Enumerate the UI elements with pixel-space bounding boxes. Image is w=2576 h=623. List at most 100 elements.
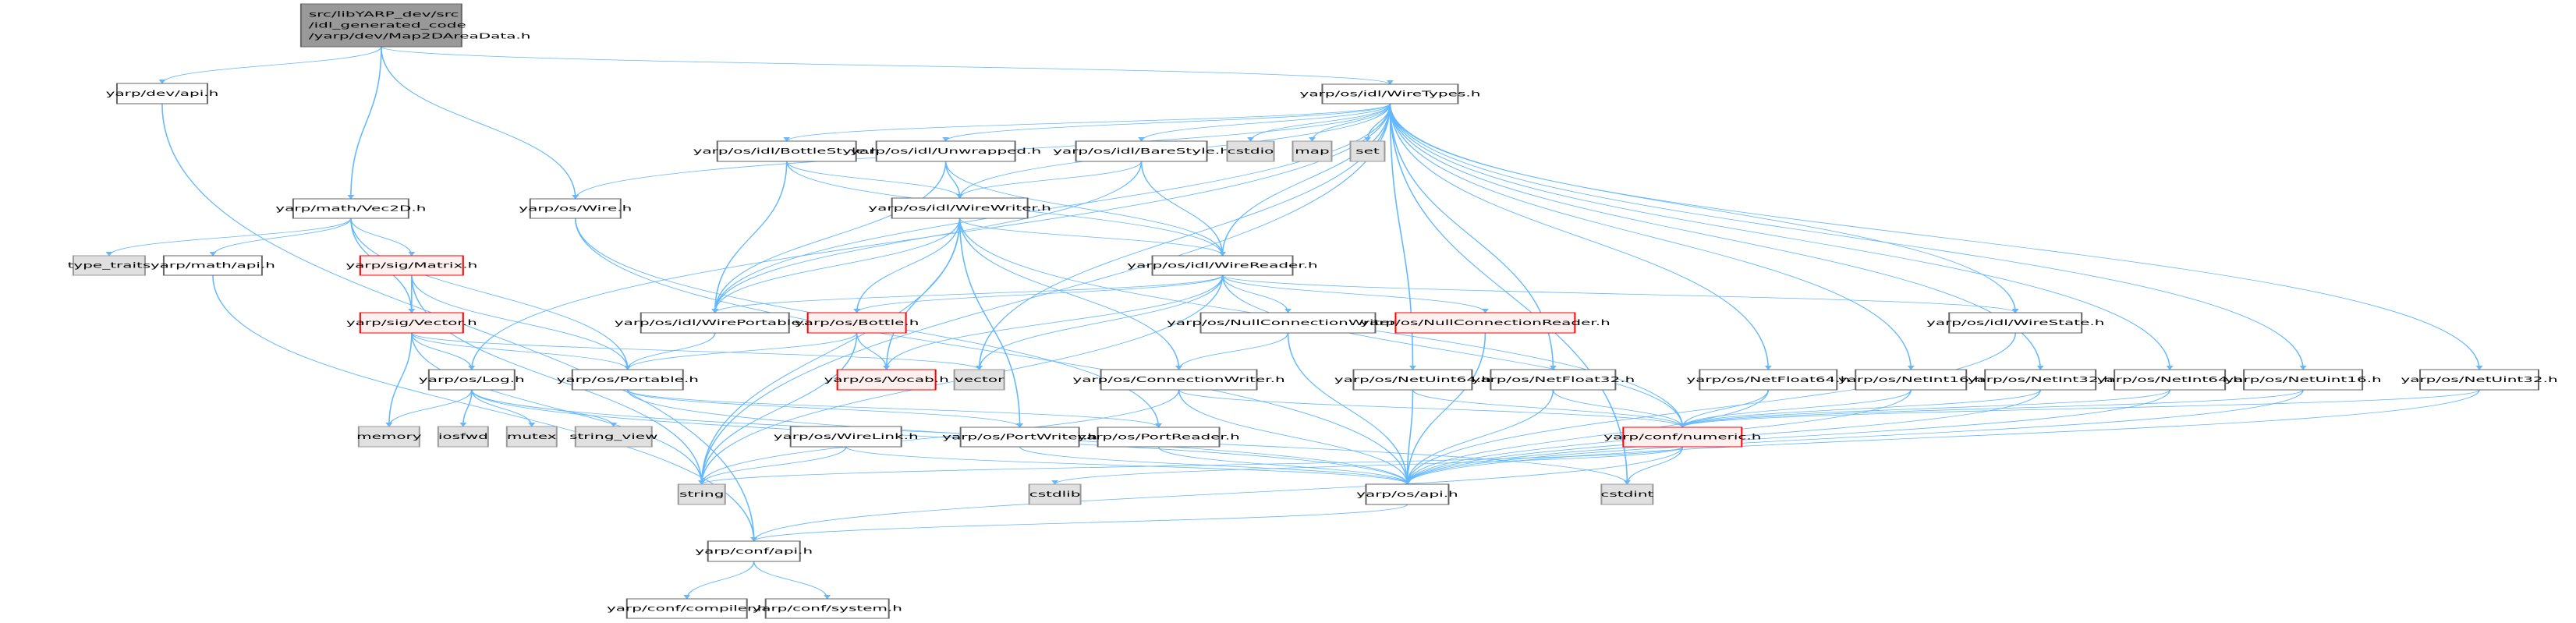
graph-node-bottle[interactable]: yarp/os/Bottle.h — [795, 312, 919, 334]
edge-bottlestyle-to-wirewriter — [785, 161, 964, 199]
graph-node-sigvector[interactable]: yarp/sig/Vector.h — [346, 312, 477, 334]
graph-node-netint16[interactable]: yarp/os/NetInt16.h — [1838, 369, 1984, 391]
edge-vec2d-to-portable — [350, 218, 632, 370]
graph-node-cstdlib[interactable]: cstdlib — [1028, 483, 1082, 505]
node-label: yarp/os/NetUint16.h — [2224, 375, 2381, 384]
graph-node-nullcw[interactable]: yarp/os/NullConnectionWriter.h — [1167, 312, 1409, 334]
node-label: yarp/os/idl/WirePortable.h — [615, 318, 816, 327]
edge-wiretypes-to-barestyle — [1138, 103, 1391, 142]
graph-node-memory[interactable]: memory — [356, 426, 422, 448]
node-box — [571, 369, 684, 391]
graph-node-portreader[interactable]: yarp/os/PortReader.h — [1077, 427, 1240, 448]
edge-netuint32-to-numeric — [1679, 389, 2480, 428]
edge-wirewriter-to-string — [698, 218, 961, 485]
edge-wirewriter-to-connwriter — [958, 218, 1183, 370]
edge-netuint64-to-osapi — [1403, 389, 1414, 485]
node-label: yarp/os/Portable.h — [557, 375, 699, 384]
node-box — [1365, 483, 1450, 505]
graph-node-osapi[interactable]: yarp/os/api.h — [1356, 483, 1458, 505]
node-box — [891, 197, 1029, 219]
graph-node-wirestate[interactable]: yarp/os/idl/WireState.h — [1926, 312, 2104, 334]
node-box — [1151, 255, 1294, 276]
graph-node-matrix[interactable]: yarp/sig/Matrix.h — [345, 255, 477, 276]
graph-node-typetraits[interactable]: type_traits — [68, 255, 151, 276]
node-box — [427, 369, 516, 391]
graph-node-unwrapped[interactable]: yarp/os/idl/Unwrapped.h — [850, 140, 1041, 162]
graph-node-system[interactable]: yarp/conf/system.h — [752, 598, 902, 619]
node-label: yarp/os/Log.h — [419, 375, 525, 384]
edge-log-to-mutex — [471, 389, 536, 427]
node-box — [1028, 483, 1082, 505]
node-box — [1292, 140, 1333, 162]
graph-node-portable[interactable]: yarp/os/Portable.h — [557, 369, 699, 391]
node-box — [2114, 369, 2227, 391]
edge-wirewriter-to-bottle — [853, 218, 961, 313]
node-box — [1349, 140, 1386, 162]
graph-node-head[interactable]: src/libYARP_dev/src/idl_generated_code/y… — [299, 3, 531, 48]
graph-node-wirereader[interactable]: yarp/os/idl/WireReader.h — [1127, 255, 1318, 276]
graph-node-cstdint[interactable]: cstdint — [1600, 483, 1654, 505]
graph-node-stringview[interactable]: string_view — [569, 426, 658, 448]
node-box — [1199, 312, 1377, 334]
graph-node-netuint64[interactable]: yarp/os/NetUint64.h — [1334, 369, 1491, 391]
node-label: yarp/os/Wire.h — [519, 204, 632, 213]
edge-wirereader-to-nullcr — [1221, 274, 1489, 313]
graph-node-compiler[interactable]: yarp/conf/compiler.h — [607, 598, 767, 619]
graph-node-devapi[interactable]: yarp/dev/api.h — [106, 83, 219, 104]
graph-node-vector[interactable]: vector — [953, 369, 1005, 391]
graph-node-cstdio[interactable]: cstdio — [1226, 140, 1275, 162]
graph-node-wire[interactable]: yarp/os/Wire.h — [519, 198, 632, 219]
graph-node-wireportable[interactable]: yarp/os/idl/WirePortable.h — [615, 312, 816, 334]
edge-wiretypes-to-netfloat64 — [1389, 103, 1772, 370]
edge-wirewriter-to-wirereader — [958, 218, 1226, 257]
node-label: yarp/os/Bottle.h — [795, 318, 919, 327]
graph-node-wirewriter[interactable]: yarp/os/idl/WireWriter.h — [868, 197, 1051, 219]
edge-wirelink-to-string — [698, 446, 847, 485]
graph-node-netuint16[interactable]: yarp/os/NetUint16.h — [2224, 369, 2382, 391]
graph-node-netint64[interactable]: yarp/os/NetInt64.h — [2097, 369, 2243, 391]
graph-node-barestyle[interactable]: yarp/os/idl/BareStyle.h — [1053, 140, 1230, 162]
graph-node-wiretypes[interactable]: yarp/os/idl/WireTypes.h — [1300, 83, 1481, 104]
graph-node-netfloat32[interactable]: yarp/os/NetFloat32.h — [1471, 369, 1635, 391]
graph-node-vec2d[interactable]: yarp/math/Vec2D.h — [275, 198, 426, 219]
edge-wirelink-to-osapi — [845, 446, 1411, 485]
graph-node-mutex[interactable]: mutex — [505, 426, 558, 448]
edge-head-to-wire — [381, 46, 579, 200]
edge-wiretypes-to-map — [1309, 103, 1391, 142]
graph-node-confapi[interactable]: yarp/conf/api.h — [695, 540, 813, 562]
edge-portwriter-to-osapi — [1019, 446, 1411, 485]
node-box — [574, 426, 653, 448]
graph-node-netuint32[interactable]: yarp/os/NetUint32.h — [2401, 369, 2558, 391]
graph-node-iosfwd[interactable]: iosfwd — [437, 426, 489, 448]
edge-wire-to-osapi — [574, 218, 1411, 485]
graph-node-vocab[interactable]: yarp/os/Vocab.h — [824, 369, 949, 391]
node-box — [625, 598, 748, 619]
graph-node-map[interactable]: map — [1292, 140, 1333, 162]
node-label: yarp/os/ConnectionWriter.h — [1072, 375, 1284, 384]
node-label: yarp/os/idl/WireState.h — [1926, 318, 2104, 327]
graph-node-numeric[interactable]: yarp/conf/numeric.h — [1603, 427, 1761, 448]
node-label: vector — [955, 375, 1005, 384]
edge-nullcr-to-osapi — [1403, 332, 1486, 485]
graph-node-mathapi[interactable]: yarp/math/api.h — [151, 255, 275, 276]
edge-log-to-memory — [385, 389, 473, 427]
graph-node-bottlestyle[interactable]: yarp/os/idl/BottleStyle.h — [693, 140, 881, 162]
graph-node-set[interactable]: set — [1349, 140, 1386, 162]
graph-node-netfloat64[interactable]: yarp/os/NetFloat64.h — [1686, 369, 1850, 391]
edge-portable-to-portwriter — [626, 389, 1023, 428]
node-box — [1352, 369, 1473, 391]
graph-node-nullcr[interactable]: yarp/os/NullConnectionReader.h — [1360, 312, 1610, 334]
graph-node-string[interactable]: string — [677, 483, 726, 505]
graph-node-connwriter[interactable]: yarp/os/ConnectionWriter.h — [1072, 369, 1285, 391]
edge-nullcw-to-osapi — [1287, 332, 1411, 485]
node-box — [1699, 369, 1838, 391]
node-label: cstdlib — [1029, 490, 1081, 499]
graph-node-wirelink[interactable]: yarp/os/WireLink.h — [774, 426, 919, 448]
edge-numeric-to-string — [698, 446, 1684, 485]
node-box — [806, 312, 907, 334]
node-box — [359, 312, 464, 334]
graph-node-portwriter[interactable]: yarp/os/PortWriter.h — [942, 427, 1097, 448]
graph-node-netint32[interactable]: yarp/os/NetInt32.h — [1968, 369, 2114, 391]
edge-numeric-to-confapi — [750, 446, 1684, 542]
graph-node-log[interactable]: yarp/os/Log.h — [419, 369, 525, 391]
